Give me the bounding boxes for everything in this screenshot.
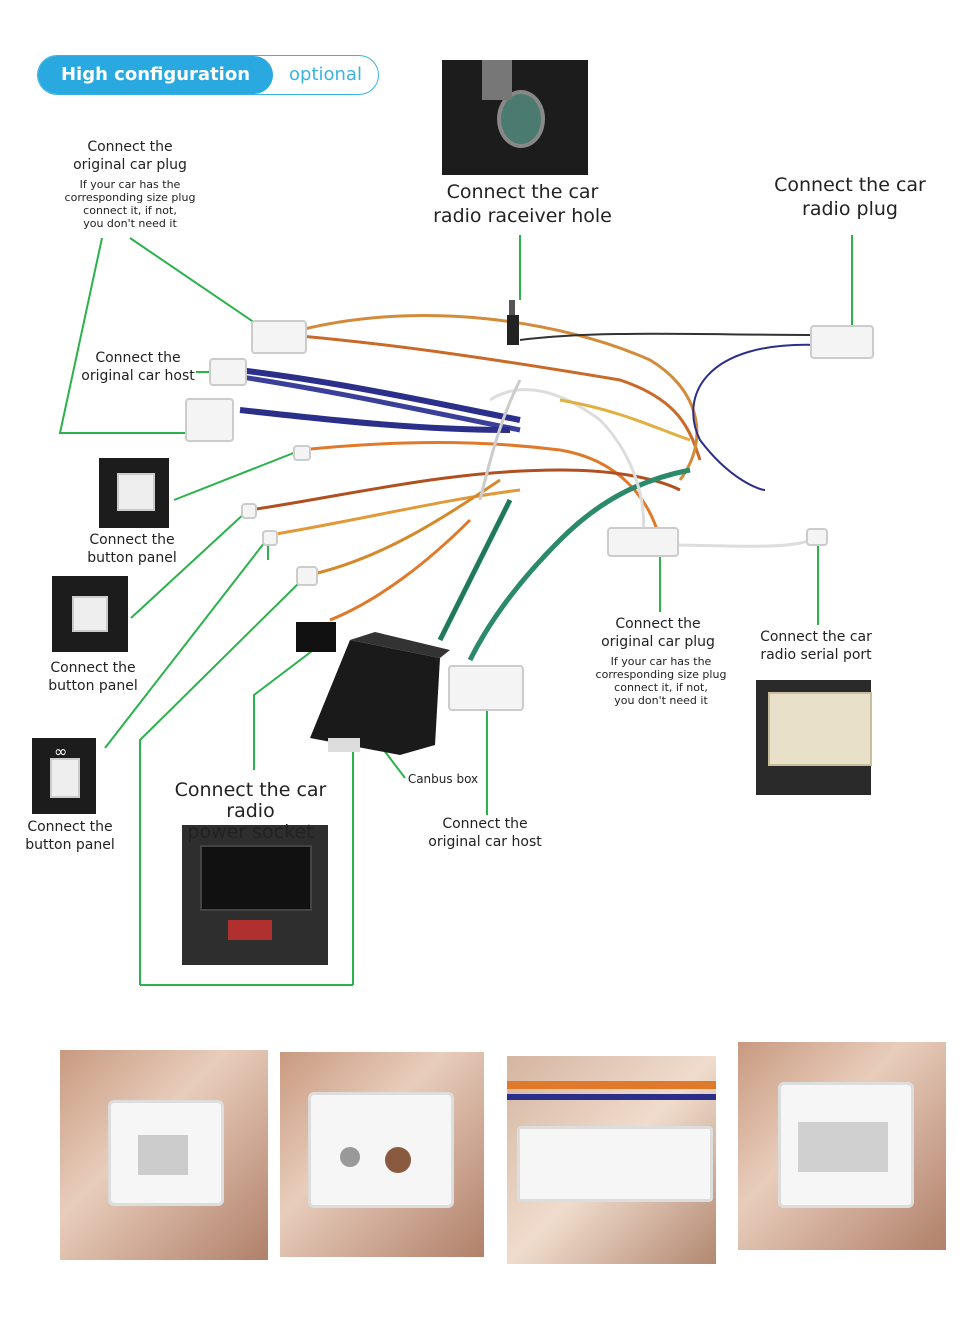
button-panel-connector-1 (293, 445, 311, 461)
orig-car-plug-connector (251, 320, 307, 354)
optional-label: optional (289, 64, 362, 85)
power-socket-photo (182, 825, 328, 965)
radio-plug-connector (810, 325, 874, 359)
bottom-photo-4 (738, 1042, 946, 1250)
button-panel-label-1: Connect the button panel (87, 532, 177, 566)
orig-car-plug-top-label: Connect the original car plug (73, 139, 187, 173)
orig-car-host-bottom-label: Connect the original car host (428, 816, 542, 850)
orig-car-plug-mid-connector (607, 527, 679, 557)
orig-car-plug-mid-note: If your car has the corresponding size p… (595, 655, 727, 707)
canbus-box-label: Canbus box (407, 772, 479, 786)
orig-car-plug-top-note: If your car has the corresponding size p… (64, 178, 196, 230)
bottom-photo-3 (507, 1056, 716, 1264)
config-badge: High configuration optional (37, 55, 379, 95)
serial-port-label: Connect the car radio serial port (760, 629, 872, 663)
button-panel-label-2: Connect the button panel (48, 660, 138, 694)
small-black-connector (296, 622, 336, 652)
receiver-hole-photo (442, 60, 588, 175)
power-socket-label: Connect the car radio power socket (174, 779, 327, 843)
button-panel-photo-3: ∞ (32, 738, 96, 814)
wire-bundle (221, 314, 821, 662)
button-panel-photo-1 (99, 458, 169, 528)
button-panel-label-3: Connect the button panel (25, 819, 115, 853)
power-connector-small (296, 566, 318, 586)
button-panel-photo-2 (52, 576, 128, 652)
button-panel-connector-3 (262, 530, 278, 546)
serial-port-photo (756, 680, 872, 795)
infinity-icon: ∞ (54, 742, 68, 761)
button-panel-connector-2 (241, 503, 257, 519)
receiver-hole-label: Connect the car radio raceiver hole (433, 181, 612, 227)
leader-lines (58, 235, 853, 986)
bottom-photo-1 (60, 1050, 268, 1260)
bottom-photo-2 (280, 1052, 484, 1257)
orig-car-plug-mid-label: Connect the original car plug (601, 616, 715, 650)
orig-car-host-connector (209, 358, 247, 386)
orig-car-host-bottom-connector (448, 665, 524, 711)
radio-plug-label: Connect the car radio plug (774, 174, 926, 220)
high-configuration-label: High configuration (38, 56, 273, 94)
canbus-box-graphic (310, 632, 450, 755)
large-white-connector (185, 398, 234, 442)
orig-car-host-left-label: Connect the original car host (81, 350, 195, 384)
serial-port-connector (806, 528, 828, 546)
